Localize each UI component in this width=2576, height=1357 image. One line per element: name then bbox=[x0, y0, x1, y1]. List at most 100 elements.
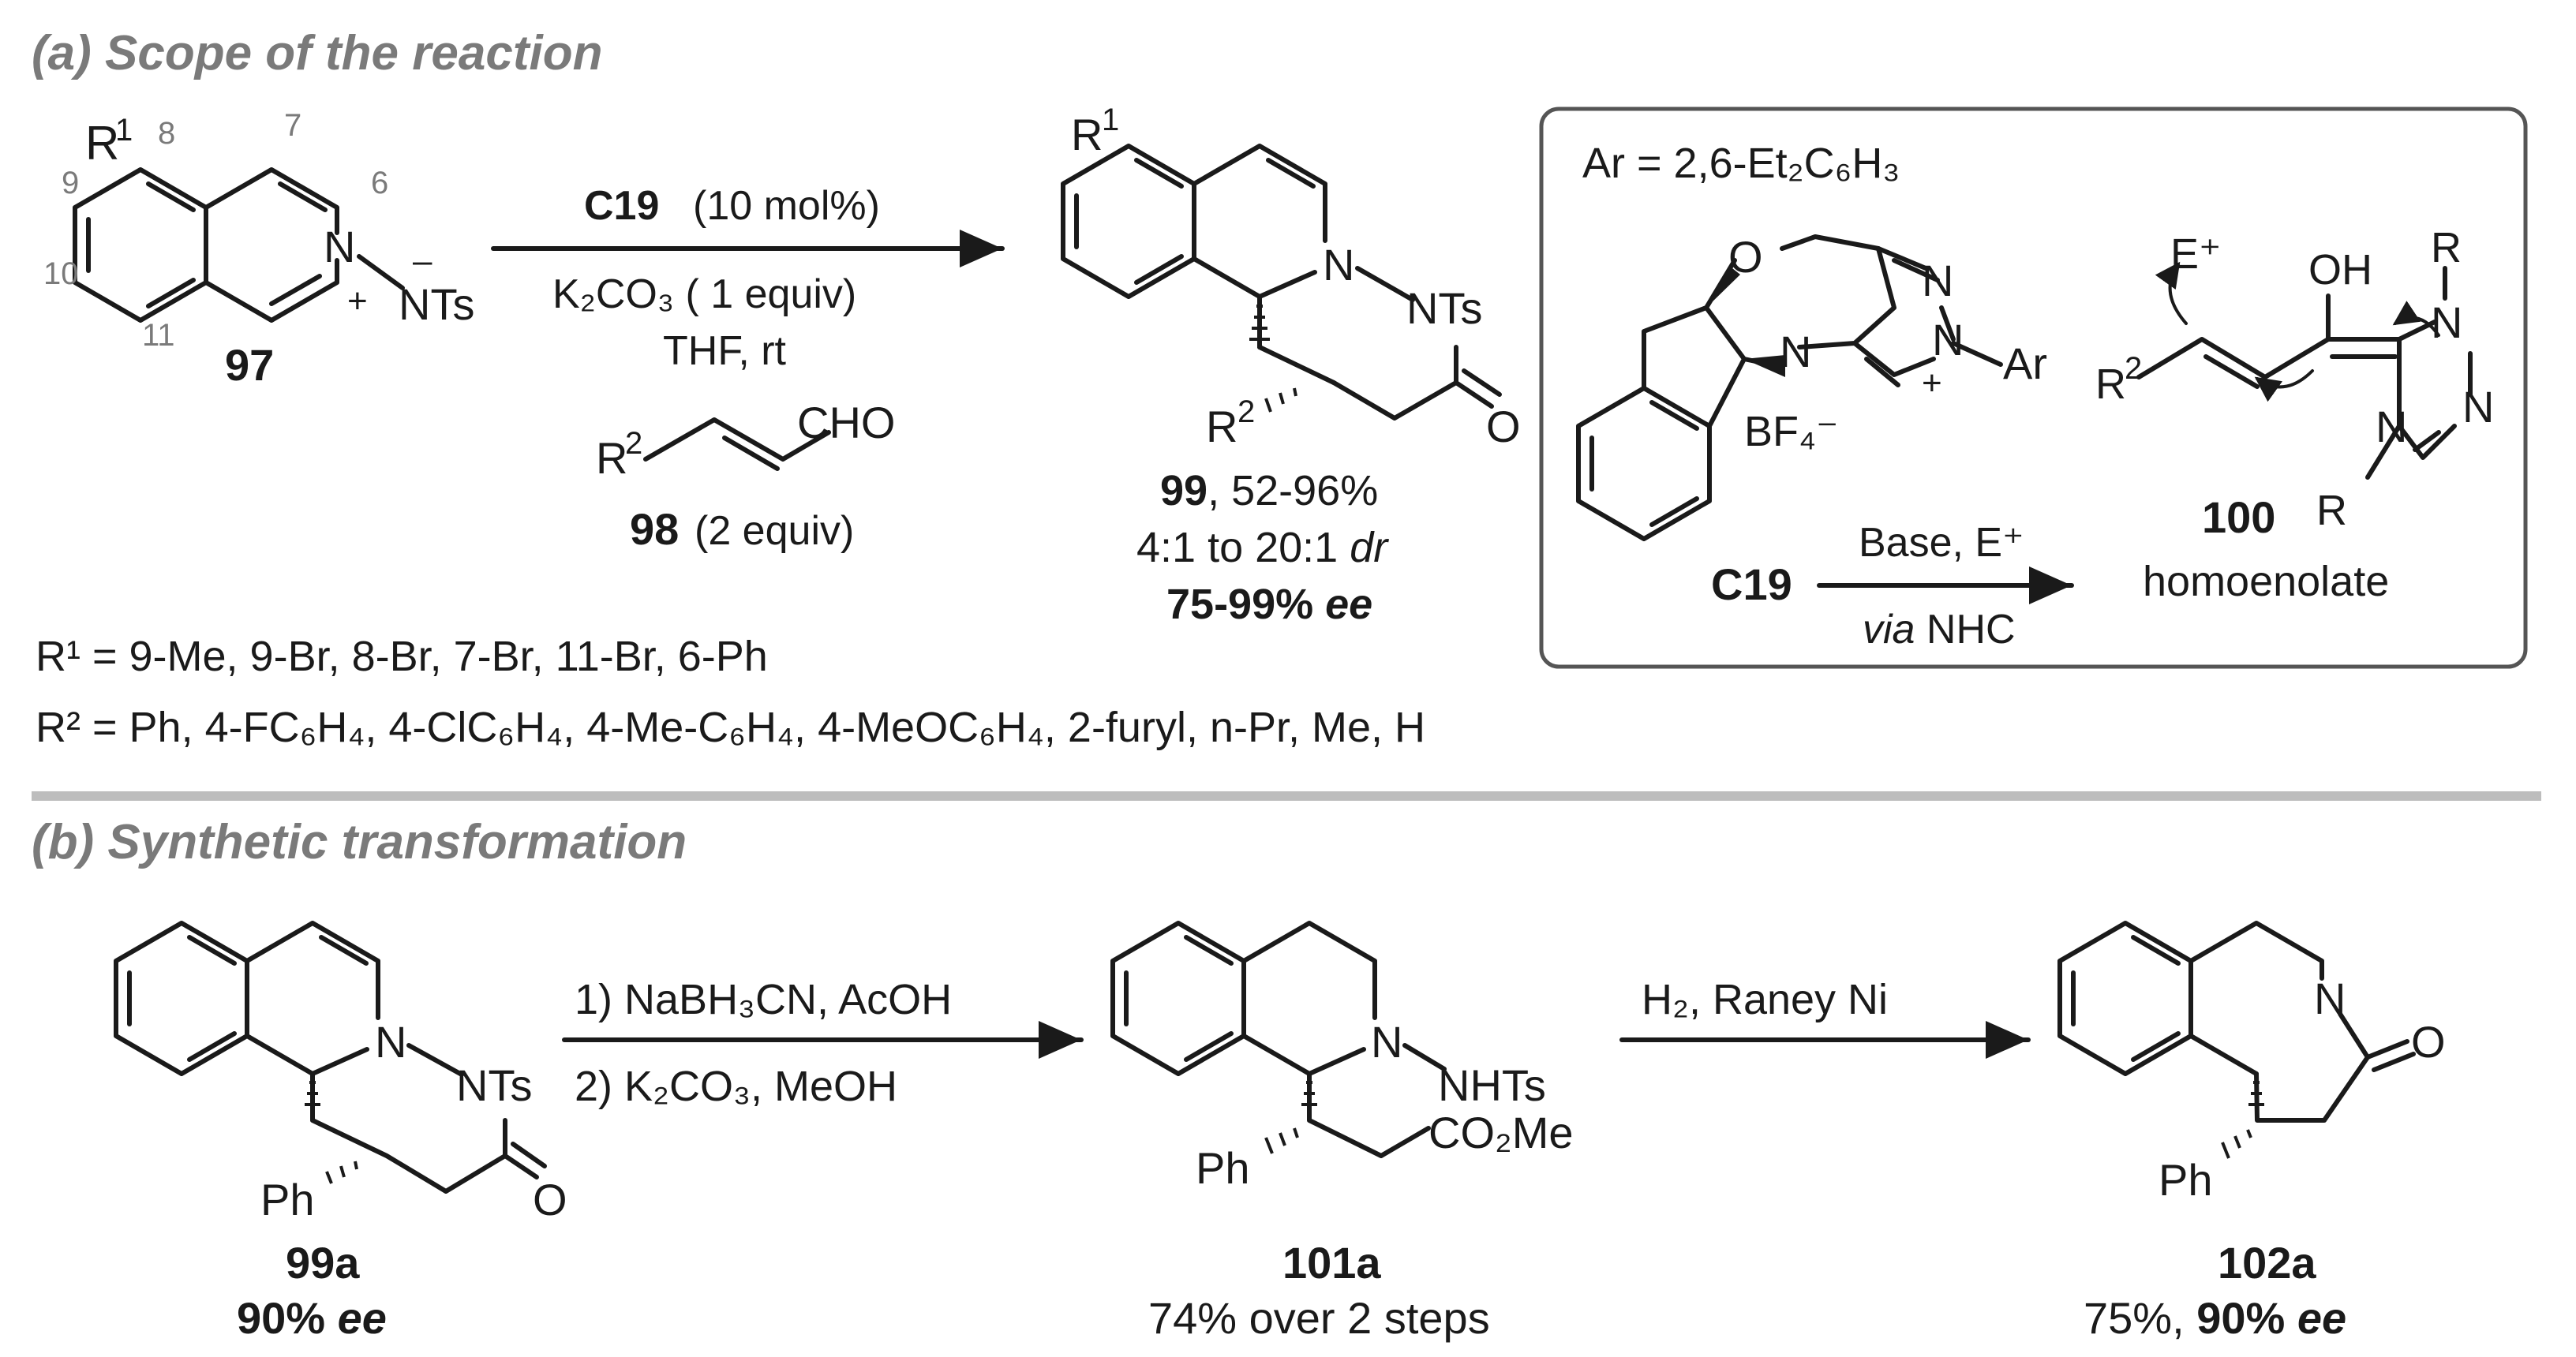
homoenolate-n2: N bbox=[2462, 382, 2494, 432]
homoenolate-100-label: 100 bbox=[2202, 492, 2275, 542]
r2-substituent-99: R bbox=[1206, 402, 1237, 451]
product-99-yield: , 52-96% bbox=[1208, 467, 1378, 514]
homoenolate-arrow-bottom: via NHC bbox=[1863, 607, 2016, 652]
r1-superscript-99: 1 bbox=[1102, 103, 1119, 137]
dr-italic: dr bbox=[1350, 524, 1389, 571]
n-atom-99: N bbox=[1323, 240, 1354, 290]
electrophile-e: E⁺ bbox=[2170, 230, 2222, 278]
product-99-summary: 99, 52-96% bbox=[1160, 467, 1378, 514]
homoenolate-arrow-top: Base, E⁺ bbox=[1859, 520, 2024, 566]
phenyl-101a: Ph bbox=[1196, 1143, 1250, 1193]
via-italic: via bbox=[1863, 607, 1915, 652]
via-nhc: NHC bbox=[1915, 607, 2015, 652]
r1-scope-list: R¹ = 9-Me, 9-Br, 8-Br, 7-Br, 11-Br, 6-Ph bbox=[36, 633, 768, 680]
ee-value-99a: 90% bbox=[237, 1293, 338, 1343]
section-divider bbox=[32, 791, 2541, 801]
n-atom-102a: N bbox=[2314, 974, 2346, 1023]
compound-102a-label: 102a bbox=[2218, 1238, 2316, 1288]
step1-reagents-line2: 2) K₂CO₃, MeOH bbox=[575, 1063, 897, 1110]
homoenolate-name: homoenolate bbox=[2143, 558, 2389, 605]
homoenolate-100-structure bbox=[2136, 261, 2473, 480]
nts-group-99: NTs bbox=[1406, 283, 1482, 333]
compound-97-label: 97 bbox=[225, 340, 274, 390]
step2-reagents: H₂, Raney Ni bbox=[1642, 976, 1888, 1023]
locant-8: 8 bbox=[158, 116, 175, 151]
r1-substituent-99: R bbox=[1071, 110, 1103, 159]
section-a-title: (a) Scope of the reaction bbox=[32, 26, 602, 80]
nhts-group-101a: NHTs bbox=[1438, 1060, 1546, 1110]
nts-group-99a: NTs bbox=[456, 1060, 532, 1110]
ee-value-99: 75-99% bbox=[1166, 581, 1325, 628]
product-99-dr: 4:1 to 20:1 dr bbox=[1136, 524, 1389, 571]
enal-r2: R bbox=[596, 433, 627, 483]
locant-9: 9 bbox=[62, 166, 79, 200]
enal-cho: CHO bbox=[797, 398, 895, 447]
catalyst-c19-structure bbox=[1576, 234, 2003, 541]
solvent-conditions: THF, rt bbox=[663, 328, 787, 374]
carbonyl-o-102a: O bbox=[2411, 1017, 2446, 1067]
r1-superscript-97: 1 bbox=[115, 113, 133, 148]
plus-charge-97: + bbox=[347, 282, 368, 320]
c19-plus: + bbox=[1922, 364, 1942, 402]
compound-99a-label: 99a bbox=[286, 1238, 360, 1288]
catalyst-c19-box-label: C19 bbox=[1711, 559, 1792, 609]
locant-6: 6 bbox=[371, 166, 388, 200]
yield-102a: 75%, bbox=[2084, 1293, 2196, 1343]
compound-99a-ee: 90% ee bbox=[237, 1293, 387, 1343]
homoenolate-r2-superscript: 2 bbox=[2125, 351, 2142, 386]
compound-97-structure bbox=[73, 167, 405, 323]
n-atom-99a: N bbox=[375, 1017, 406, 1067]
section-b-title: (b) Synthetic transformation bbox=[32, 815, 687, 869]
homoenolate-r-top: R bbox=[2431, 224, 2462, 271]
homoenolate-n1: N bbox=[2431, 297, 2462, 347]
compound-101a-label: 101a bbox=[1282, 1238, 1381, 1288]
product-99-ee: 75-99% ee bbox=[1166, 581, 1372, 628]
locant-11: 11 bbox=[142, 318, 175, 353]
minus-charge-97: – bbox=[413, 241, 432, 280]
c19-n1: N bbox=[1780, 327, 1811, 376]
compound-99a-structure bbox=[114, 921, 547, 1194]
c19-counterion: BF₄⁻ bbox=[1744, 408, 1839, 455]
c19-oxygen: O bbox=[1728, 232, 1763, 282]
ar-definition: Ar = 2,6-Et₂C₆H₃ bbox=[1582, 140, 1900, 187]
dr-value: 4:1 to 20:1 bbox=[1136, 524, 1350, 571]
homoenolate-n3: N bbox=[2376, 402, 2407, 451]
nts-group-97: NTs bbox=[399, 279, 474, 329]
phenyl-99a: Ph bbox=[260, 1175, 315, 1224]
enal-equiv: (2 equiv) bbox=[695, 508, 854, 554]
r2-scope-list: R² = Ph, 4-FC₆H₄, 4-ClC₆H₄, 4-Me-C₆H₄, 4… bbox=[36, 704, 1425, 751]
ee-italic-102a: ee bbox=[2297, 1293, 2346, 1343]
homoenolate-r-bottom: R bbox=[2316, 487, 2347, 534]
catalyst-info-box bbox=[1539, 107, 2528, 669]
product-99-label: 99 bbox=[1160, 467, 1208, 514]
enal-98-structure bbox=[643, 417, 831, 471]
c19-n2: N bbox=[1922, 256, 1953, 305]
r2-superscript-99: 2 bbox=[1237, 394, 1255, 429]
ee-italic-99a: ee bbox=[338, 1293, 387, 1343]
c19-n3: N bbox=[1932, 315, 1964, 364]
c19-ar: Ar bbox=[2003, 338, 2047, 388]
n-atom-97: N bbox=[324, 222, 355, 271]
phenyl-102a: Ph bbox=[2159, 1155, 2213, 1205]
r1-substituent-97: R bbox=[85, 117, 119, 170]
homoenolate-r2: R bbox=[2095, 361, 2126, 408]
n-atom-101a: N bbox=[1371, 1017, 1402, 1067]
enal-98-label: 98 bbox=[630, 504, 679, 554]
product-99-structure bbox=[1061, 144, 1502, 421]
compound-102a-structure bbox=[2057, 921, 2416, 1159]
enal-r2-superscript: 2 bbox=[625, 426, 642, 461]
hydroxyl-oh: OH bbox=[2308, 246, 2372, 293]
ee-italic-99: ee bbox=[1325, 581, 1372, 628]
step1-reagents-line1: 1) NaBH₃CN, AcOH bbox=[575, 976, 952, 1023]
locant-10: 10 bbox=[43, 256, 79, 291]
catalyst-loading: (10 mol%) bbox=[693, 183, 880, 229]
ester-group-101a: CO₂Me bbox=[1428, 1108, 1574, 1157]
locant-7: 7 bbox=[284, 108, 301, 143]
catalyst-c19-label: C19 bbox=[584, 183, 659, 229]
base-conditions: K₂CO₃ ( 1 equiv) bbox=[552, 271, 856, 317]
compound-102a-result: 75%, 90% ee bbox=[2084, 1293, 2346, 1343]
ee-value-102a: 90% bbox=[2196, 1293, 2297, 1343]
carbonyl-o-99: O bbox=[1486, 402, 1521, 451]
carbonyl-o-99a: O bbox=[533, 1175, 567, 1224]
